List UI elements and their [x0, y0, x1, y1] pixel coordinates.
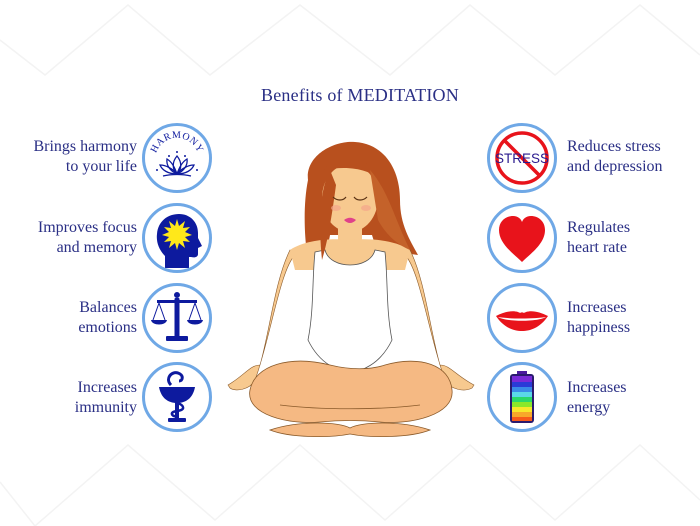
label-line: Brings harmony [33, 138, 137, 155]
immunity-circle [142, 362, 212, 432]
label-line: Increases [567, 379, 627, 396]
benefit-label-happiness: Increases happiness [567, 298, 630, 338]
harmony-lotus-icon: HARMONY [149, 130, 206, 177]
benefit-label-emotions: Balances emotions [78, 298, 137, 338]
label-line: and depression [567, 158, 663, 175]
page-title: Benefits of MEDITATION [0, 85, 700, 106]
benefit-label-heart: Regulates heart rate [567, 218, 630, 258]
label-line: immunity [74, 399, 137, 416]
happiness-circle [487, 283, 557, 353]
label-line: Balances [79, 299, 137, 316]
no-stress-icon: STRESS [495, 131, 549, 185]
label-line: heart rate [567, 239, 627, 256]
heart-circle [487, 203, 557, 273]
label-line: Reduces stress [567, 138, 661, 155]
focus-circle [142, 203, 212, 273]
scales-icon [151, 292, 203, 341]
label-line: emotions [78, 319, 137, 336]
emotions-circle [142, 283, 212, 353]
label-line: energy [567, 399, 611, 416]
stress-circle: STRESS [487, 123, 557, 193]
benefit-label-immunity: Increases immunity [75, 378, 137, 418]
title-text: Benefits of MEDITATION [261, 85, 459, 105]
label-line: Increases [567, 299, 627, 316]
label-line: Increases [77, 379, 137, 396]
label-line: happiness [567, 319, 631, 336]
battery-icon [510, 371, 534, 423]
meditating-woman-illustration [227, 141, 475, 438]
benefit-label-focus: Improves focus and memory [38, 218, 137, 258]
label-line: and memory [56, 239, 137, 256]
harmony-circle: HARMONY [142, 123, 212, 193]
label-line: to your life [65, 158, 137, 175]
benefit-label-stress: Reduces stress and depression [567, 137, 663, 177]
energy-circle [487, 362, 557, 432]
heart-icon [499, 216, 545, 262]
svg-text:STRESS: STRESS [495, 151, 549, 166]
label-line: Improves focus [37, 219, 137, 236]
smile-lips-icon [496, 311, 548, 331]
benefit-label-energy: Increases energy [567, 378, 627, 418]
head-sun-icon [156, 214, 202, 268]
bowl-of-hygieia-icon [159, 371, 195, 422]
benefit-label-harmony: Brings harmony to your life [33, 137, 137, 177]
svg-text:HARMONY: HARMONY [149, 130, 206, 155]
label-line: Regulates [567, 219, 631, 236]
